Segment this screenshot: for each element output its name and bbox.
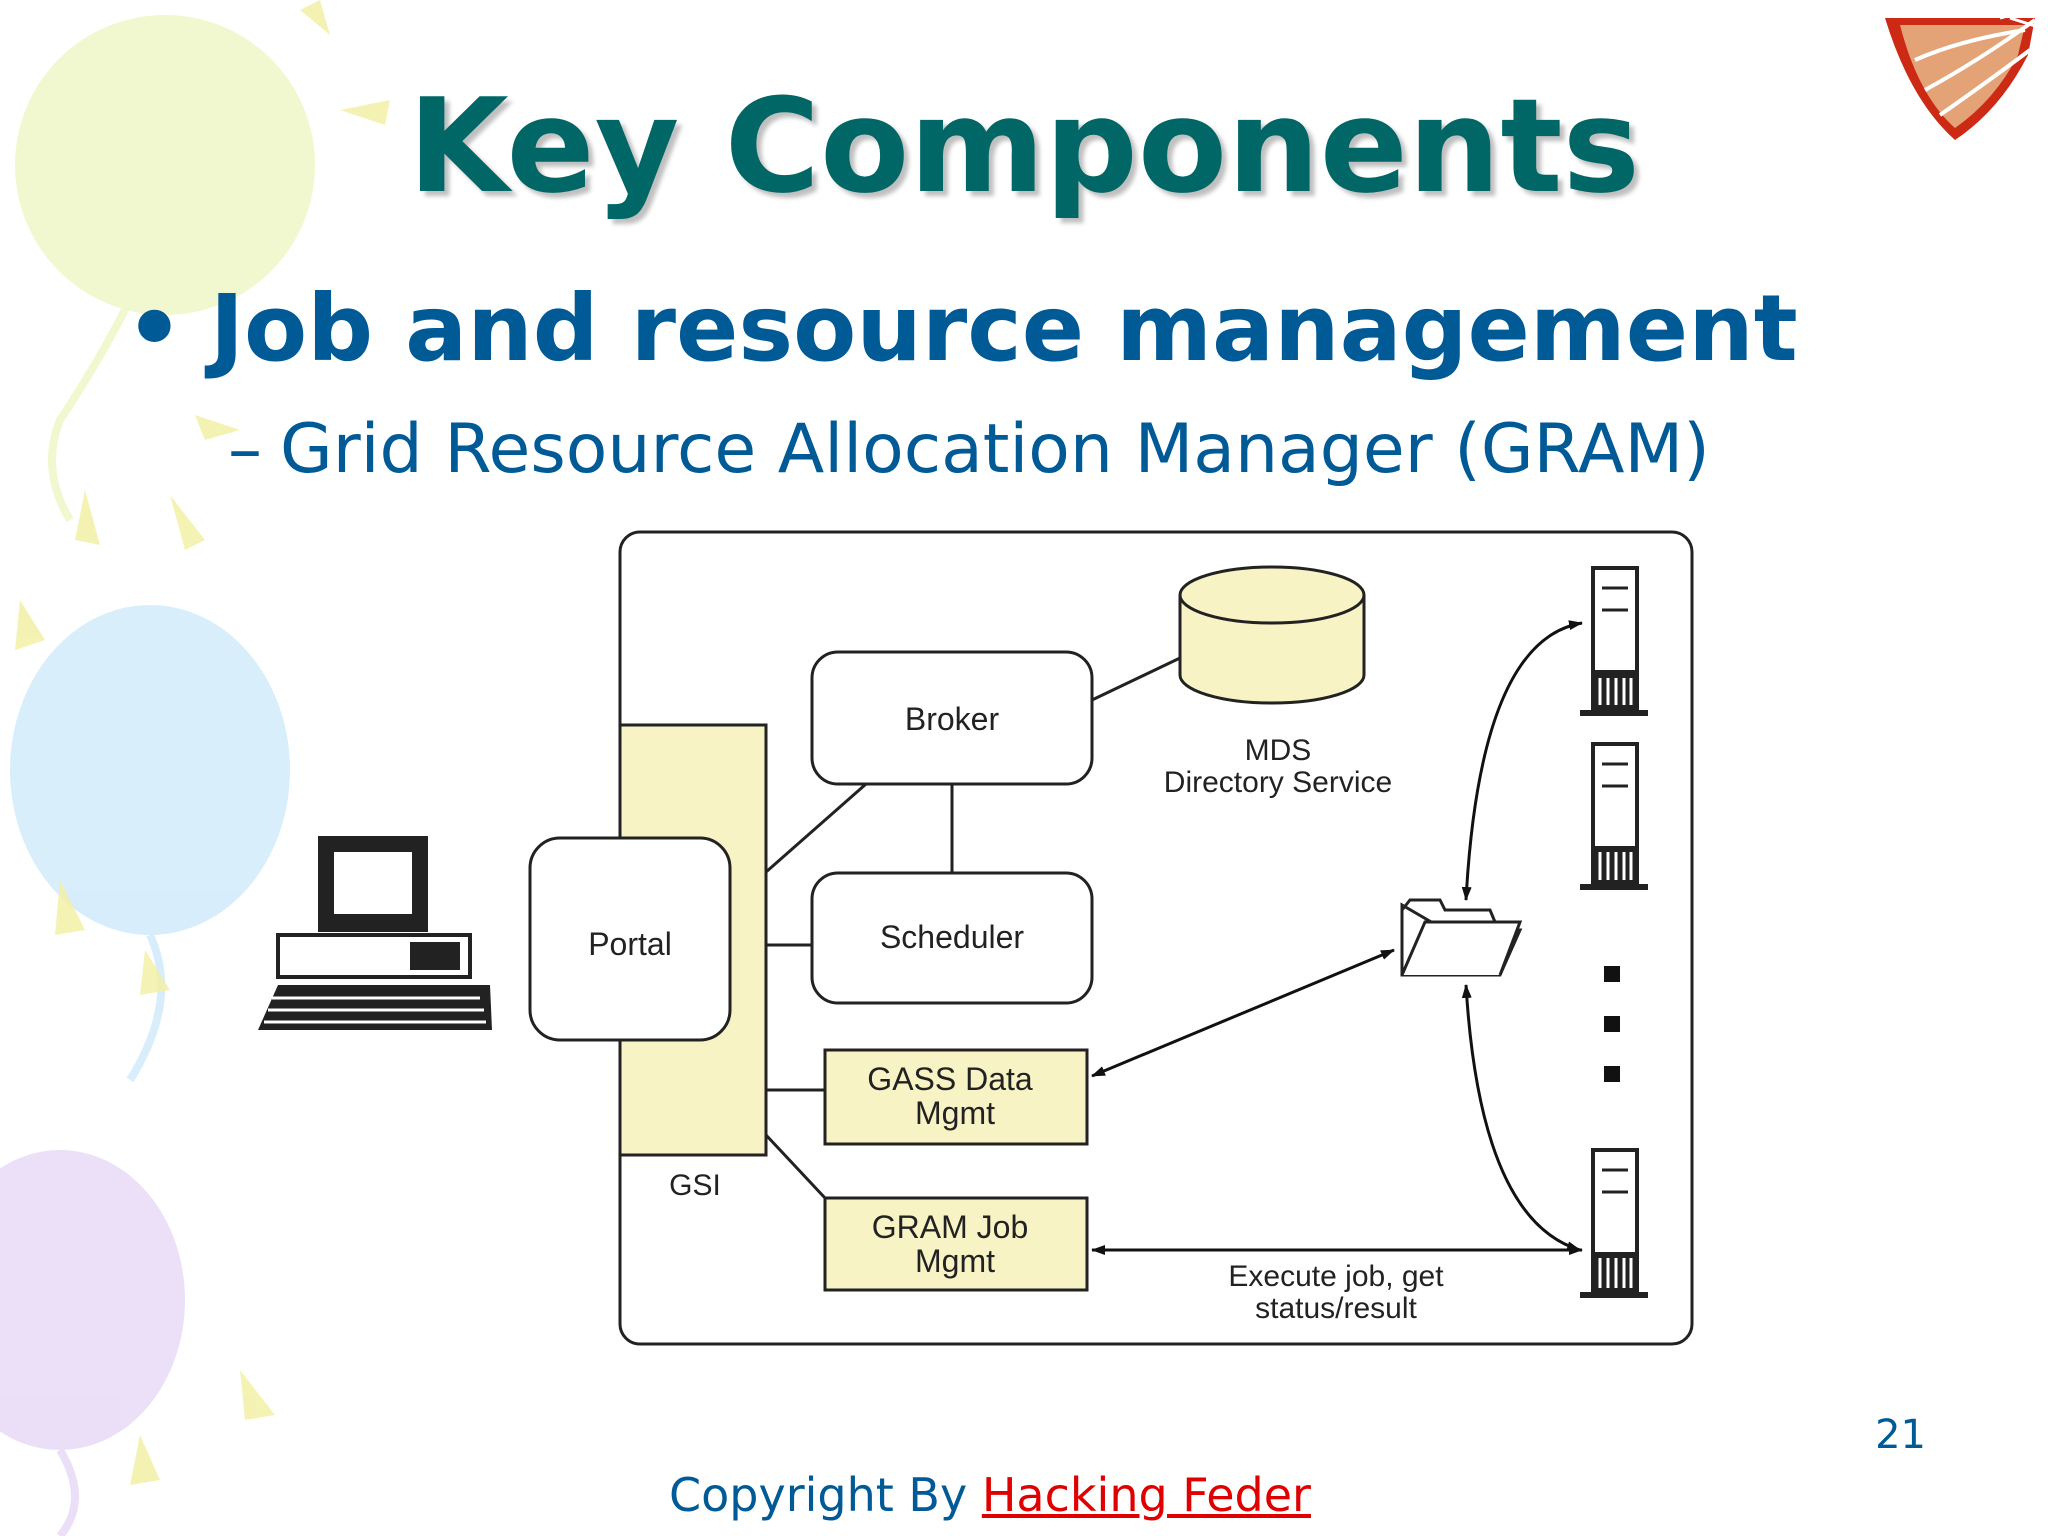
arrows bbox=[1091, 620, 1583, 1255]
sub-bullet-item: –Grid Resource Allocation Manager (GRAM) bbox=[228, 410, 1710, 489]
portal-box bbox=[528, 836, 732, 1042]
broker-label: Broker bbox=[905, 701, 1000, 737]
logo-emblem bbox=[1885, 3, 2048, 140]
execute-label-line2: status/result bbox=[1255, 1292, 1417, 1325]
gram-label-line1: GRAM Job bbox=[872, 1209, 1028, 1245]
gass-label-line1: GASS Data bbox=[867, 1061, 1033, 1097]
page-number: 21 bbox=[1875, 1412, 1926, 1458]
footer: Copyright By Hacking Feder bbox=[0, 1468, 1980, 1522]
folder-icon bbox=[1400, 898, 1523, 977]
sub-bullet-dash: – bbox=[228, 410, 262, 489]
mds-label-line2: Directory Service bbox=[1164, 766, 1392, 799]
gram-box bbox=[823, 1196, 1089, 1292]
balloon-decoration-yellow bbox=[15, 15, 315, 523]
balloon-decoration-purple bbox=[0, 1150, 185, 1536]
more-servers-dots bbox=[1604, 966, 1620, 1082]
footer-prefix: Copyright By bbox=[669, 1468, 982, 1522]
mds-label-line1: MDS bbox=[1245, 734, 1312, 767]
gsi-label: GSI bbox=[669, 1169, 721, 1202]
sub-bullet-text: Grid Resource Allocation Manager (GRAM) bbox=[280, 410, 1710, 489]
mds-database-icon bbox=[1178, 565, 1366, 705]
slide-title: Key Components bbox=[408, 70, 1640, 222]
bullet-dot: • bbox=[125, 275, 184, 382]
footer-link[interactable]: Hacking Feder bbox=[981, 1468, 1311, 1522]
portal-label: Portal bbox=[588, 926, 672, 962]
server-icon bbox=[1580, 1148, 1648, 1298]
balloon-decoration-blue bbox=[10, 605, 290, 1083]
computer-icon bbox=[258, 836, 492, 1030]
server-icon bbox=[1580, 742, 1648, 890]
gass-label-line2: Mgmt bbox=[915, 1095, 995, 1131]
connector-lines bbox=[764, 656, 1181, 1200]
bullet-text: Job and resource management bbox=[209, 275, 1798, 382]
confetti-decoration bbox=[15, 0, 390, 1485]
execute-label-line1: Execute job, get bbox=[1228, 1260, 1444, 1293]
scheduler-label: Scheduler bbox=[880, 919, 1024, 955]
gram-label-line2: Mgmt bbox=[915, 1243, 995, 1279]
gass-box bbox=[823, 1048, 1089, 1146]
bullet-item: •Job and resource management bbox=[125, 275, 1798, 382]
server-icon bbox=[1580, 566, 1648, 716]
